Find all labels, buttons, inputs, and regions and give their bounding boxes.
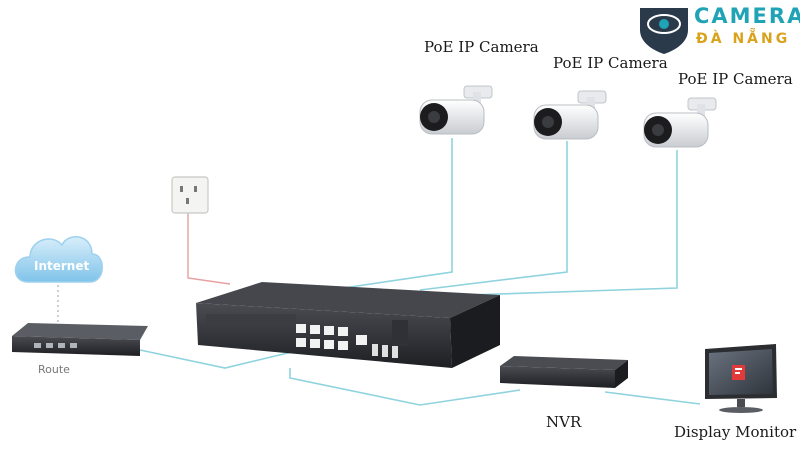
wall-outlet <box>171 176 209 214</box>
cable-nvr <box>289 368 521 406</box>
brand-logo <box>640 8 688 54</box>
camera-3-label: PoE IP Camera <box>678 70 793 88</box>
monitor-label: Display Monitor <box>674 423 797 441</box>
cable-lines <box>57 138 701 406</box>
router-device <box>12 323 148 356</box>
internet-label: Internet <box>34 259 90 273</box>
camera-2-label: PoE IP Camera <box>553 54 668 72</box>
internet-cloud <box>14 236 103 283</box>
brand-line2: ĐÀ NẴNG <box>696 31 791 47</box>
cable-monitor <box>604 391 701 405</box>
brand-wordmark: CAMERA ĐÀ NẴNG <box>636 2 800 54</box>
cable-router <box>139 349 293 369</box>
cable-camera1 <box>329 138 453 291</box>
poe-switch <box>196 282 500 368</box>
cable-camera3 <box>439 150 678 297</box>
display-monitor <box>705 344 777 413</box>
camera-1 <box>419 85 493 135</box>
nvr-label: NVR <box>546 413 582 431</box>
nvr-device <box>500 356 628 388</box>
cable-power <box>187 212 231 285</box>
brand-line1: CAMERA <box>694 4 800 28</box>
camera-2 <box>533 90 607 140</box>
camera-3 <box>643 97 717 148</box>
camera-1-label: PoE IP Camera <box>424 38 539 56</box>
router-label: Route <box>38 363 70 376</box>
cable-camera2 <box>419 141 568 291</box>
